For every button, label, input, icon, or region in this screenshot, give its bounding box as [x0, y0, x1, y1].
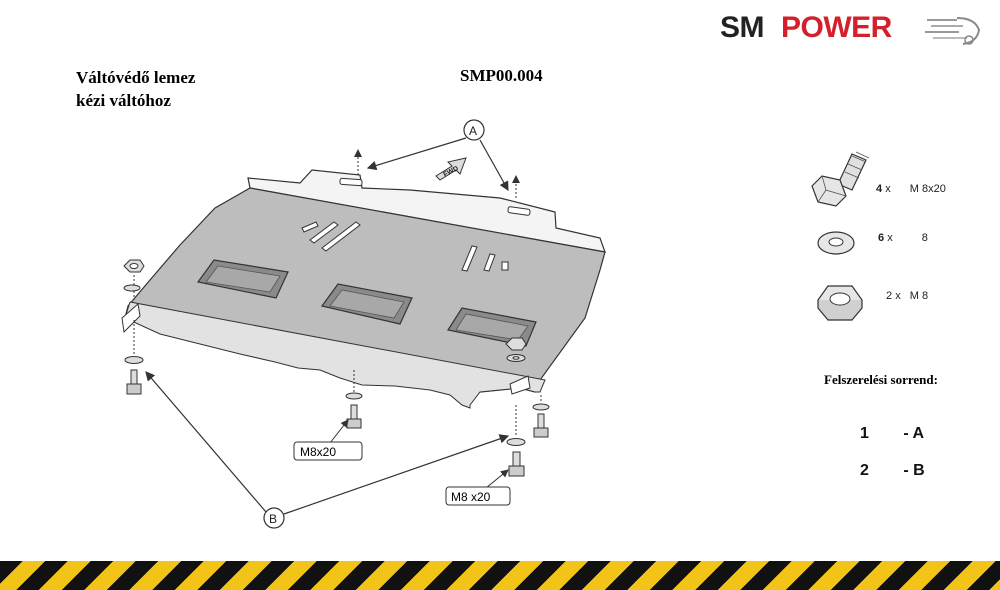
- logo-sm-text: SM: [720, 11, 765, 44]
- nut-right: [505, 337, 527, 362]
- flange-arrows: [354, 149, 520, 198]
- washer-icon: [817, 231, 855, 255]
- installation-diagram: FWD A: [121, 119, 870, 529]
- bolt-right-lower: [506, 405, 526, 477]
- smpower-logo: SM POWER: [718, 8, 988, 48]
- bolt-size-label-left: M8x20: [293, 419, 363, 461]
- skid-plate: [121, 169, 606, 409]
- fwd-arrow-icon: FWD: [435, 157, 467, 181]
- svg-text:M8 x20: M8 x20: [451, 490, 491, 504]
- bolt-middle: [345, 370, 363, 429]
- nut-icon: [817, 285, 863, 321]
- fwd-label: FWD: [442, 165, 459, 179]
- callout-a-letter: A: [469, 124, 477, 138]
- bolt-size-label-right: M8 x20: [445, 469, 511, 506]
- order-step-2: 2 - B: [860, 462, 925, 479]
- order-step-1: 1 - A: [860, 425, 925, 442]
- bolt-icon: [811, 151, 870, 207]
- hardware-row-bolt: 4 x M 8x20: [876, 183, 946, 195]
- callout-b-letter: B: [269, 512, 277, 526]
- hardware-row-washer: 6 x 8: [878, 232, 928, 244]
- hardware-row-nut: 2 x M 8: [886, 290, 929, 302]
- svg-text:M8x20: M8x20: [300, 445, 336, 459]
- part-title: Váltóvédő lemez kézi váltóhoz: [76, 66, 195, 112]
- installation-order-title: Felszerelési sorrend:: [824, 372, 938, 387]
- bolt-left: [124, 320, 144, 395]
- logo-power-text: POWER: [781, 11, 892, 44]
- product-code: SMP00.004: [460, 66, 543, 85]
- bolt-right-upper: [532, 395, 550, 438]
- title-line-2: kézi váltóhoz: [76, 91, 171, 110]
- callout-a: A: [366, 119, 509, 192]
- nut-left: [123, 259, 145, 300]
- callout-b: B: [145, 371, 510, 529]
- hazard-stripe-footer: [0, 561, 1000, 590]
- title-line-1: Váltóvédő lemez: [76, 68, 196, 87]
- motorcycle-swoosh-icon: [925, 17, 981, 45]
